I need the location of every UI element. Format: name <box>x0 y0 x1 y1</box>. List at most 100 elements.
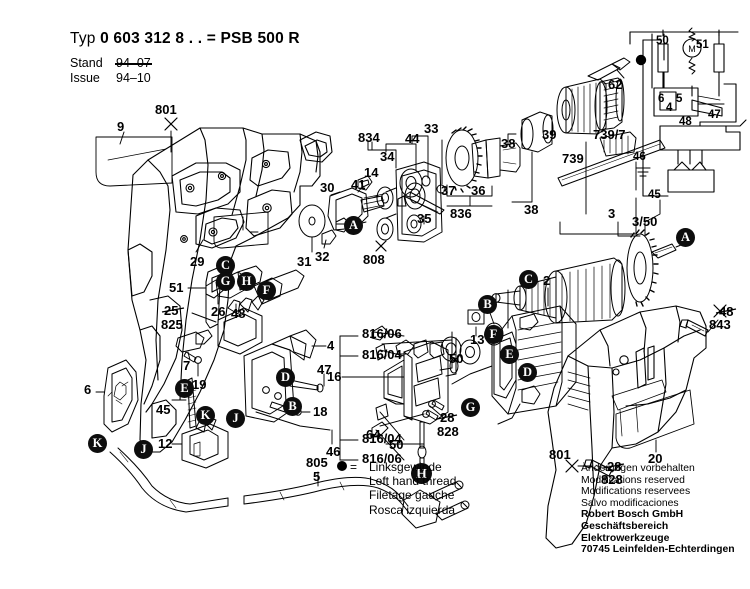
callout-816-04-bot: 816/04 <box>362 431 402 446</box>
callout-33: 33 <box>424 121 439 136</box>
callout-739: 739 <box>562 151 584 166</box>
callout-7: 7 <box>183 358 191 373</box>
callout-816-04-top: 816/04 <box>362 347 402 362</box>
callout-45: 45 <box>156 402 171 417</box>
callout-739-7: 739/7 <box>593 127 626 142</box>
stand-line: Stand 94–07 <box>70 56 151 70</box>
balloon-h-left[interactable]: H <box>237 272 256 291</box>
footer-line-fr: Modifications reservees <box>581 486 691 498</box>
callout-28-superseded-2: 28 <box>607 459 622 474</box>
svg-text:M: M <box>688 44 696 54</box>
callout-18: 18 <box>313 404 328 419</box>
balloon-g-switch[interactable]: G <box>461 398 480 417</box>
right-housing-half <box>545 305 709 549</box>
callout-36: 36 <box>471 183 486 198</box>
balloon-b-left[interactable]: B <box>283 397 302 416</box>
callout-35: 35 <box>417 211 432 226</box>
balloon-k-cord[interactable]: K <box>88 434 107 453</box>
wire-label-45: 45 <box>648 189 661 201</box>
company-address: 70745 Leinfelden-Echterdingen <box>581 544 735 556</box>
balloon-a-armature[interactable]: A <box>676 228 695 247</box>
left-housing-half <box>95 127 333 453</box>
wire-label-46: 46 <box>633 151 646 163</box>
issue-label: Issue <box>70 71 100 85</box>
callout-12: 12 <box>158 436 173 451</box>
title-main: 0 603 312 8 . . = PSB 500 R <box>100 30 300 47</box>
balloon-j-left[interactable]: J <box>226 409 245 428</box>
callout-828-switch: 828 <box>437 424 459 439</box>
company-name: Robert Bosch GmbH <box>581 509 684 521</box>
balloon-f-switch[interactable]: F <box>484 325 503 344</box>
gear-train-assembly <box>298 126 521 245</box>
balloon-d-left[interactable]: D <box>276 368 295 387</box>
wire-label-5: 5 <box>676 93 683 105</box>
callout-31: 31 <box>297 254 312 269</box>
callout-44: 44 <box>405 131 420 146</box>
callout-2: 2 <box>543 273 551 288</box>
callout-834: 834 <box>358 130 380 145</box>
callout-39: 39 <box>542 127 557 142</box>
wire-label-51: 51 <box>696 39 709 51</box>
balloon-k-left[interactable]: K <box>196 406 215 425</box>
callout-5: 5 <box>313 469 321 484</box>
callout-32: 32 <box>315 249 330 264</box>
balloon-a-gearbox[interactable]: A <box>344 216 363 235</box>
wire-label-6: 6 <box>658 93 665 105</box>
callout-828-housing: 828 <box>601 472 623 487</box>
issue-line: Issue 94–10 <box>70 71 151 85</box>
callout-50-sw-top: 50 <box>449 351 464 366</box>
issue-value: 94–10 <box>116 71 151 85</box>
legend-left-hand-thread: = Linksgewinde Left hand thread Filetage… <box>337 460 456 517</box>
callout-6: 6 <box>84 382 92 397</box>
callout-48: 48 <box>231 306 246 321</box>
callout-3: 3 <box>608 206 616 221</box>
callout-64: 64 <box>366 427 381 442</box>
callout-843: 843 <box>709 317 731 332</box>
legend-fr: Filetage gauche <box>369 488 455 503</box>
balloon-h-switch[interactable]: H <box>411 463 432 484</box>
callout-13: 13 <box>470 332 485 347</box>
stand-value: 94–07 <box>116 56 151 70</box>
balloon-c-left[interactable]: C <box>216 256 235 275</box>
title-prefix: Typ <box>70 30 96 47</box>
callout-19: 19 <box>192 377 207 392</box>
footer-line-es: Salvo modificaciones <box>581 497 679 509</box>
wire-label-4: 4 <box>666 102 673 114</box>
wire-label-47: 47 <box>708 109 721 121</box>
balloon-e-switch[interactable]: E <box>500 345 519 364</box>
company-divison: Geschäftsbereich Elektrowerkzeuge <box>581 520 670 544</box>
balloon-c-stator[interactable]: C <box>519 270 538 289</box>
callout-816-06-top: 816/06 <box>362 326 402 341</box>
balloon-d-switch[interactable]: D <box>518 363 537 382</box>
callout-51: 51 <box>169 280 184 295</box>
balloon-b-stator[interactable]: B <box>478 295 497 314</box>
balloon-j-cord[interactable]: J <box>134 440 153 459</box>
callout-50-sw-bot: 50 <box>389 437 404 452</box>
callout-38-chuck: 38 <box>524 202 539 217</box>
page-title: Typ 0 603 312 8 . . = PSB 500 R <box>70 30 300 48</box>
balloon-f-left[interactable]: F <box>257 281 276 300</box>
wiring-schematic: M <box>629 27 747 197</box>
stand-label: Stand <box>70 56 103 70</box>
balloon-g-left[interactable]: G <box>216 272 235 291</box>
left-thread-dot-icon <box>337 461 347 471</box>
callout-808: 808 <box>363 252 385 267</box>
footer-notice: Änderungen vorbehalten Modifications res… <box>581 463 750 556</box>
callout-62: 62 <box>608 77 623 92</box>
field-stator <box>451 305 577 425</box>
power-cord <box>109 447 470 529</box>
callout-46: 46 <box>326 444 341 459</box>
callout-37: 37 <box>441 183 456 198</box>
legend-es: Rosca izquierda <box>369 502 456 517</box>
callout-25-superseded: 25 <box>164 303 179 318</box>
callout-3-50: 3/50 <box>632 214 658 229</box>
callout-16: 16 <box>327 369 342 384</box>
superseded-strikes <box>161 307 737 469</box>
legend-equals: = <box>350 460 358 474</box>
callout-29: 29 <box>190 254 205 269</box>
callout-9: 9 <box>117 119 125 134</box>
chuck-assembly <box>520 54 666 187</box>
balloon-e-left[interactable]: E <box>175 379 194 398</box>
callout-41: 41 <box>351 177 366 192</box>
